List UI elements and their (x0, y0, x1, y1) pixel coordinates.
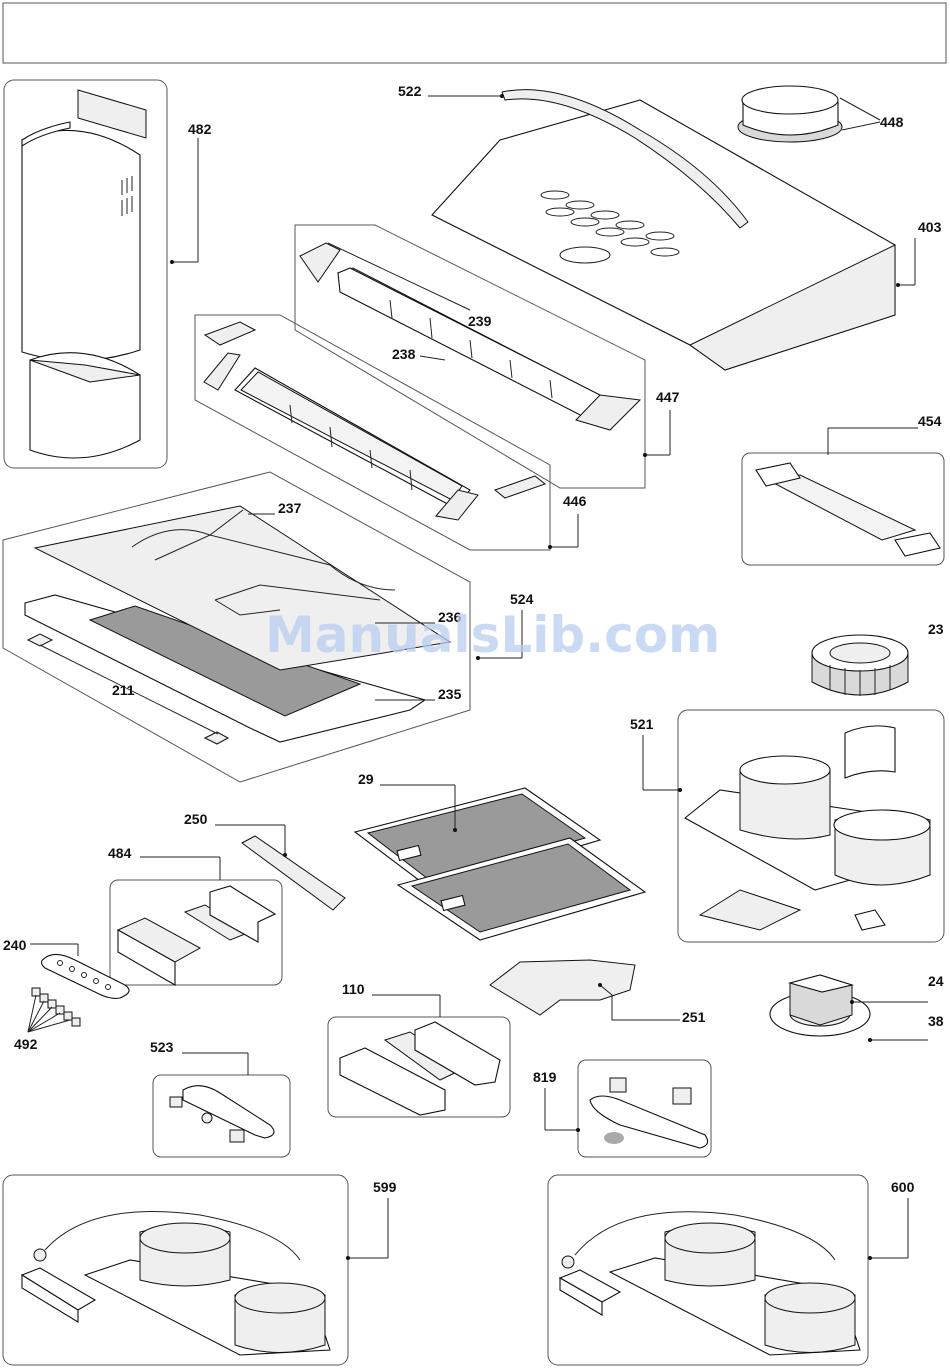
part-29-grease-filters (355, 788, 645, 940)
callout-522: 522 (398, 83, 422, 99)
callout-521: 521 (630, 716, 654, 732)
part-448-collar (738, 86, 842, 142)
callout-600: 600 (891, 1179, 915, 1195)
callout-38: 38 (928, 1013, 944, 1029)
callout-403: 403 (918, 219, 942, 235)
callout-447: 447 (656, 389, 680, 405)
part-523-switch-plate (170, 1086, 274, 1142)
callout-482: 482 (188, 121, 212, 137)
part-521-blower-housing (685, 726, 930, 930)
callout-239: 239 (468, 313, 492, 329)
callout-110: 110 (342, 981, 365, 997)
part-110-control-unit (340, 1022, 500, 1115)
callout-235: 235 (438, 686, 462, 702)
part-251-support (490, 960, 635, 1015)
part-23-fan-wheel (812, 635, 908, 696)
callout-819: 819 (533, 1069, 557, 1085)
part-454-glass-panel (756, 463, 940, 556)
callout-454: 454 (918, 413, 942, 429)
part-250-bracket (242, 836, 345, 910)
callout-251: 251 (682, 1009, 706, 1025)
part-211-clip-left (28, 634, 52, 646)
callout-240: 240 (3, 937, 27, 953)
callout-237: 237 (278, 500, 302, 516)
callout-211: 211 (112, 682, 135, 698)
watermark: ManualsLib.com (265, 606, 720, 664)
part-600-blower-assembly (560, 1212, 860, 1355)
callout-524: 524 (510, 591, 534, 607)
callout-484: 484 (108, 845, 132, 861)
callout-599: 599 (373, 1179, 397, 1195)
callout-448: 448 (880, 114, 904, 130)
callout-29: 29 (358, 771, 374, 787)
callout-250: 250 (184, 811, 208, 827)
part-484-switch (118, 886, 275, 985)
callout-23: 23 (928, 621, 944, 637)
callout-24: 24 (928, 973, 944, 989)
part-819-button-panel (590, 1078, 708, 1148)
callout-492: 492 (14, 1036, 38, 1052)
part-403-hood-body (432, 100, 895, 370)
part-24-motor (790, 975, 852, 1025)
part-240-button-plate (42, 954, 130, 998)
part-482-chimney (4, 80, 167, 468)
header-frame (3, 3, 946, 63)
callout-446: 446 (563, 493, 587, 509)
callout-238: 238 (392, 346, 416, 362)
callout-523: 523 (150, 1039, 174, 1055)
part-599-blower-assembly (22, 1212, 330, 1355)
